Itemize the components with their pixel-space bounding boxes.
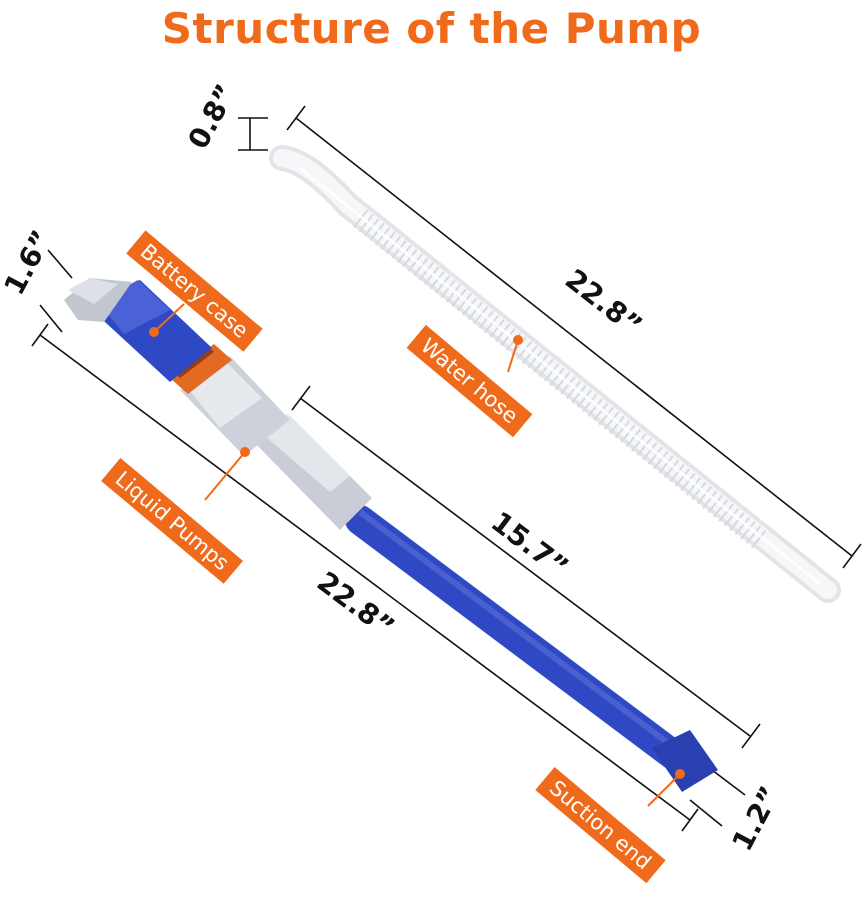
pointer-dot-suction-end [675, 769, 685, 779]
pointer-dot-water-hose [513, 335, 523, 345]
pointer-water-hose [507, 339, 519, 373]
dim-tick-pump-start [31, 323, 49, 347]
dim-line-hose-length [295, 117, 853, 557]
pointer-dot-battery-case [149, 327, 159, 337]
pointer-liquid-pumps [204, 451, 246, 501]
pointer-suction-end [647, 773, 681, 807]
dim-tick-hose-start [286, 105, 306, 131]
dim-tick-pump-end [681, 808, 699, 832]
dim-line-tube-length [299, 397, 751, 737]
dim-line-tip-top [711, 769, 746, 796]
dim-tick-hose-end [842, 543, 862, 569]
dim-line-tip-bottom [689, 799, 723, 827]
dim-line-body-diameter-bottom [39, 304, 63, 333]
dim-line-pump-length [39, 334, 691, 821]
label-pointers [149, 303, 685, 807]
pointer-dot-liquid-pumps [240, 447, 250, 457]
water-hose-illustration [269, 145, 841, 603]
dim-line-body-diameter-top [47, 249, 73, 279]
dim-tick-tube-start [291, 385, 311, 411]
page-title: Structure of the Pump [161, 4, 702, 53]
pointer-battery-case [153, 303, 185, 333]
dim-tick-tube-end [741, 723, 761, 749]
pump-illustration [64, 278, 718, 792]
dimension-lines [31, 105, 862, 832]
